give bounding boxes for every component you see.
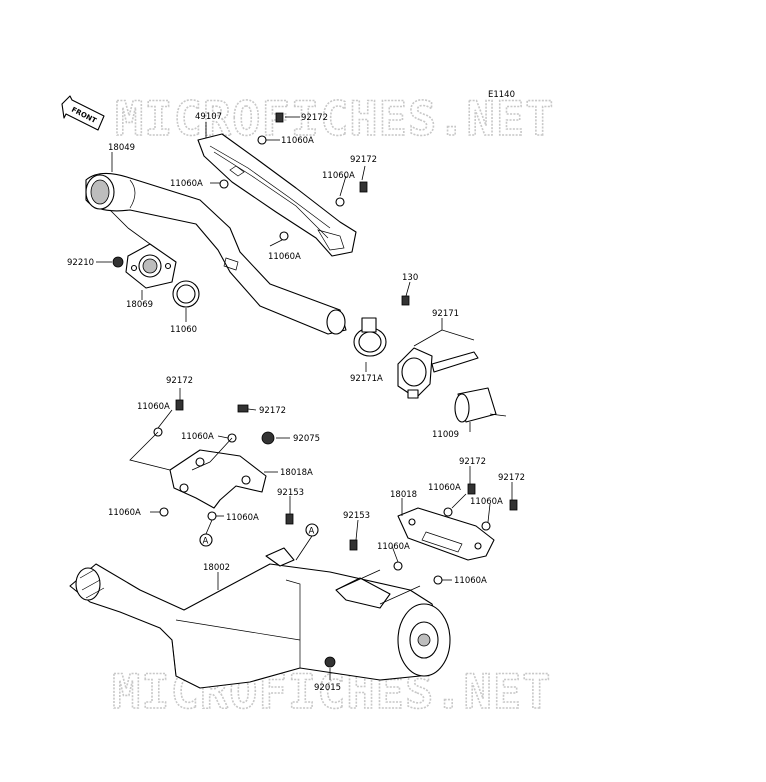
label-92210: 92210 (67, 258, 94, 268)
ref-marker-a-1: A (199, 533, 213, 547)
label-92171a: 92171A (350, 374, 383, 384)
svg-text:A: A (309, 527, 315, 537)
label-18002: 18002 (203, 563, 230, 573)
diagram-code: E1140 (488, 90, 515, 100)
label-92172-e: 92172 (459, 457, 486, 467)
clamp-92171 (397, 347, 479, 399)
callout-labels: 49107 92172 11060A 18049 92172 11060A 11… (67, 112, 525, 693)
nut-92210 (112, 256, 124, 268)
label-92153-a: 92153 (277, 488, 304, 498)
label-11060a-h: 11060A (226, 513, 259, 523)
ref-marker-a-2: A (305, 523, 319, 537)
label-92015: 92015 (314, 683, 341, 693)
bracket-18018 (397, 507, 495, 561)
label-11009: 11009 (432, 430, 459, 440)
label-11060a-c: 11060A (170, 179, 203, 189)
label-49107: 49107 (195, 112, 222, 122)
label-11060a-d: 11060A (268, 252, 301, 262)
upper-fasteners (219, 112, 368, 241)
gasket-ring-11060 (172, 280, 200, 308)
label-18018: 18018 (390, 490, 417, 500)
bracket-18018a (169, 449, 267, 509)
label-18049: 18049 (108, 143, 135, 153)
label-92172-c: 92172 (166, 376, 193, 386)
label-18069: 18069 (126, 300, 153, 310)
label-11060a-e: 11060A (137, 402, 170, 412)
leader-lines (96, 116, 513, 680)
label-92075: 92075 (293, 434, 320, 444)
label-18018a: 18018A (280, 468, 313, 478)
svg-text:A: A (203, 537, 209, 547)
label-92172-f: 92172 (498, 473, 525, 483)
label-92153-b: 92153 (343, 511, 370, 521)
label-92172-a: 92172 (301, 113, 328, 123)
label-92172-d: 92172 (259, 406, 286, 416)
label-11060a-f: 11060A (181, 432, 214, 442)
label-92172-b: 92172 (350, 155, 377, 165)
label-11060a-a: 11060A (281, 136, 314, 146)
exhaust-pipe-18049 (85, 172, 347, 335)
label-11060a-g: 11060A (108, 508, 141, 518)
front-arrow-icon: FRONT (61, 95, 105, 131)
watermark-top: MICROFICHES.NET (115, 92, 554, 147)
muffler-18002 (69, 547, 451, 689)
label-11060a-l: 11060A (454, 576, 487, 586)
label-92171: 92171 (432, 309, 459, 319)
sleeve-11009 (454, 387, 497, 423)
gasket-18069 (125, 243, 177, 289)
lower-right-fasteners (349, 483, 518, 585)
label-11060a-i: 11060A (428, 483, 461, 493)
clamp-92171a (353, 295, 410, 357)
heat-guard-49107 (197, 133, 357, 257)
label-130: 130 (402, 273, 418, 283)
label-11060a-k: 11060A (377, 542, 410, 552)
label-11060: 11060 (170, 325, 197, 335)
label-11060a-b: 11060A (322, 171, 355, 181)
label-11060a-j: 11060A (470, 497, 503, 507)
